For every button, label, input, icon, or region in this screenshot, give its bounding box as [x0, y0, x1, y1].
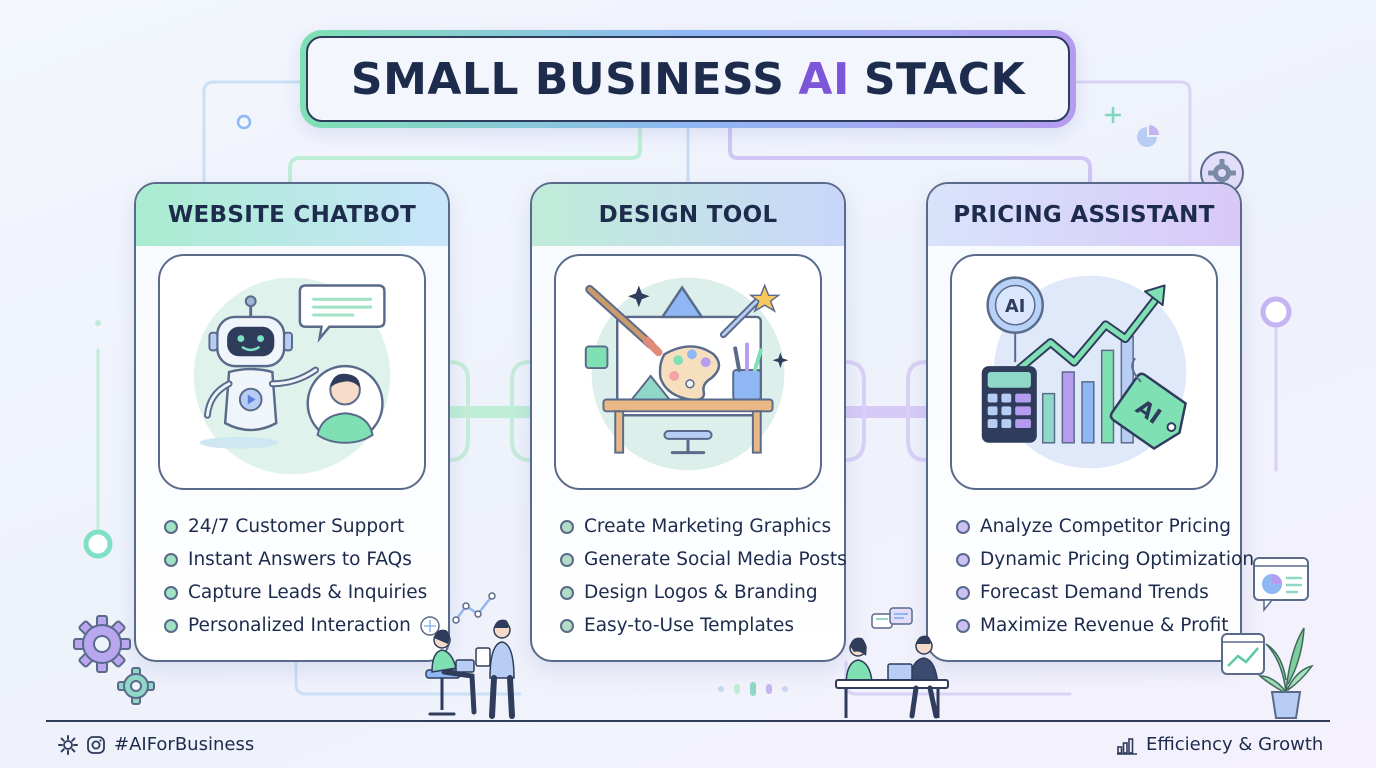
footer-tagline-group: Efficiency & Growth	[1116, 734, 1323, 755]
footer-tagline: Efficiency & Growth	[1146, 734, 1324, 755]
list-item: 24/7 Customer Support	[164, 510, 427, 543]
bullet-icon	[956, 585, 970, 600]
list-item-label: Create Marketing Graphics	[584, 516, 832, 537]
robot-chat-icon	[158, 254, 426, 490]
instagram-icon	[87, 735, 105, 754]
page-title: SMALL BUSINESS AI STACK	[306, 36, 1070, 122]
card-design-tool: DESIGN TOOL	[530, 182, 847, 662]
feature-list: Analyze Competitor Pricing Dynamic Prici…	[956, 510, 1254, 642]
pricing-growth-icon: AI AI	[950, 254, 1218, 490]
list-item: Forecast Demand Trends	[956, 576, 1254, 609]
list-item-label: Design Logos & Branding	[584, 582, 818, 603]
title-prefix: SMALL BUSINESS	[350, 53, 785, 105]
list-item-label: Maximize Revenue & Profit	[980, 615, 1229, 636]
bar-chart-icon	[1117, 737, 1137, 755]
team-collaboration-illustration	[420, 592, 515, 719]
list-item: Analyze Competitor Pricing	[956, 510, 1254, 543]
list-item-label: Instant Answers to FAQs	[188, 549, 412, 570]
title-suffix: STACK	[863, 53, 1026, 105]
list-item-label: 24/7 Customer Support	[188, 516, 405, 537]
bullet-icon	[956, 618, 970, 633]
pie-chart-widget-icon	[1253, 557, 1309, 612]
list-item: Capture Leads & Inquiries	[164, 576, 427, 609]
sparkle-plus-icon	[1104, 106, 1122, 124]
list-item-label: Dynamic Pricing Optimization	[980, 549, 1255, 570]
meeting-illustration	[835, 607, 949, 719]
list-item-label: Easy-to-Use Templates	[584, 615, 795, 636]
bullet-icon	[164, 585, 178, 600]
title-highlight: AI	[798, 53, 850, 105]
plant-icon	[1257, 627, 1314, 719]
bullet-icon	[560, 519, 574, 534]
list-item: Create Marketing Graphics	[560, 510, 847, 543]
list-item: Easy-to-Use Templates	[560, 609, 847, 642]
list-item-label: Generate Social Media Posts	[584, 549, 847, 570]
bullet-icon	[956, 519, 970, 534]
list-item: Design Logos & Branding	[560, 576, 847, 609]
title-banner: SMALL BUSINESS AI STACK	[300, 30, 1076, 128]
footer-divider	[46, 720, 1330, 722]
list-item-label: Analyze Competitor Pricing	[980, 516, 1231, 537]
bullet-icon	[560, 585, 574, 600]
card-website-chatbot: WEBSITE CHATBOT	[134, 182, 450, 662]
card-pricing-assistant: PRICING ASSISTANT AI	[926, 182, 1254, 662]
bullet-icon	[164, 519, 178, 534]
pie-mini-icon	[1137, 125, 1159, 147]
footer-hashtag-group: #AIForBusiness	[58, 734, 254, 755]
list-item: Dynamic Pricing Optimization	[956, 543, 1254, 576]
settings-icon	[58, 734, 78, 755]
list-item-label: Personalized Interaction	[188, 615, 411, 636]
list-item-label: Capture Leads & Inquiries	[188, 582, 428, 603]
bullet-icon	[560, 618, 574, 633]
footer-hashtag: #AIForBusiness	[114, 734, 255, 755]
brain-ai-label: AI	[1005, 297, 1025, 317]
bullet-icon	[164, 618, 178, 633]
line-chart-widget-icon	[1221, 633, 1265, 675]
bullet-icon	[164, 552, 178, 567]
bullet-icon	[956, 552, 970, 567]
gears-icon	[73, 615, 155, 705]
card-title: WEBSITE CHATBOT	[136, 184, 448, 246]
design-palette-icon	[554, 254, 822, 490]
list-item: Generate Social Media Posts	[560, 543, 847, 576]
feature-list: 24/7 Customer Support Instant Answers to…	[164, 510, 427, 642]
list-item: Instant Answers to FAQs	[164, 543, 427, 576]
list-item-label: Forecast Demand Trends	[980, 582, 1209, 603]
feature-list: Create Marketing Graphics Generate Socia…	[560, 510, 847, 642]
bullet-icon	[560, 552, 574, 567]
card-title: PRICING ASSISTANT	[928, 184, 1240, 246]
card-title: DESIGN TOOL	[532, 184, 844, 246]
list-item: Maximize Revenue & Profit	[956, 609, 1254, 642]
list-item: Personalized Interaction	[164, 609, 427, 642]
